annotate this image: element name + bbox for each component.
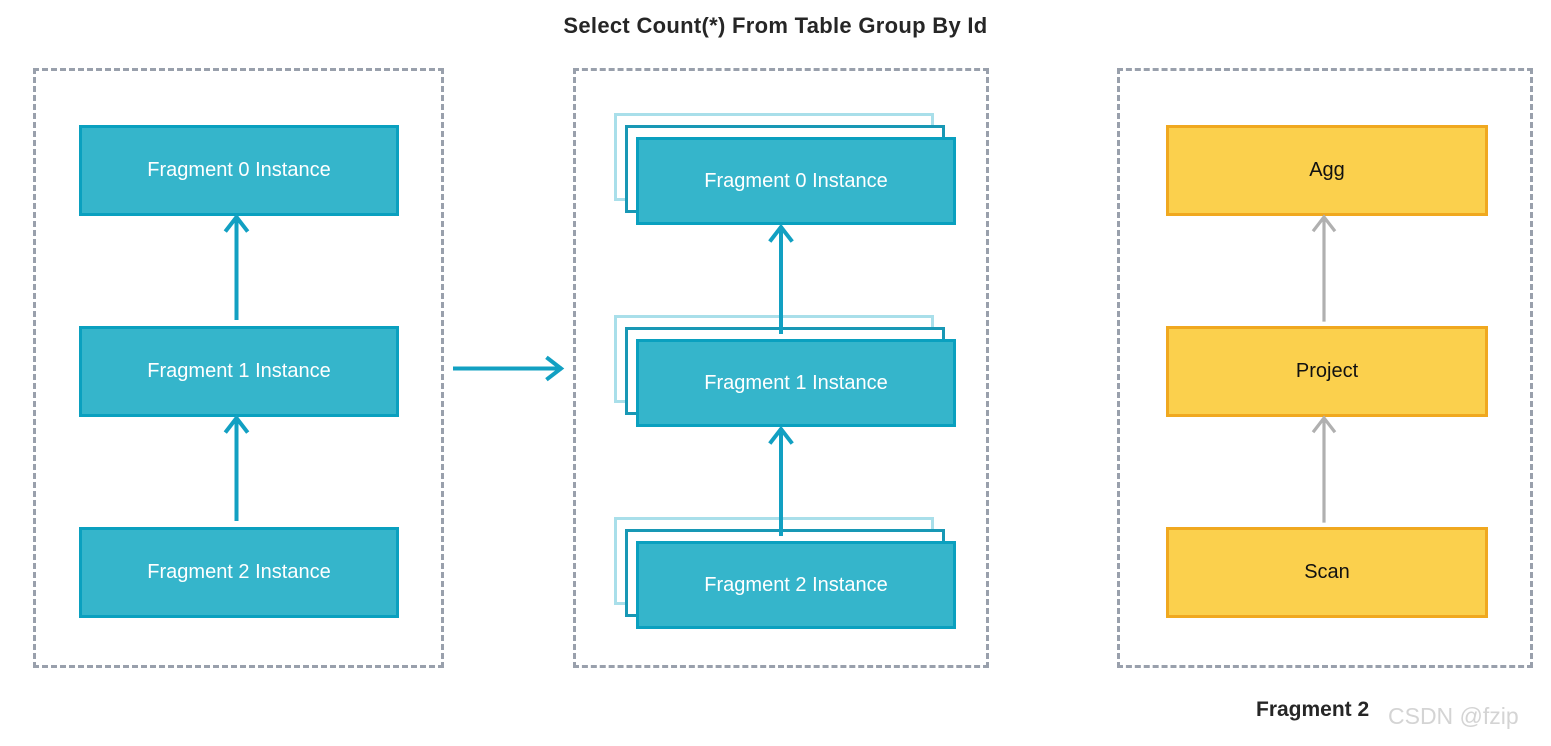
- project-node: Project: [1166, 326, 1488, 417]
- fragment-0-instance-node: Fragment 0 Instance: [636, 137, 956, 225]
- scan-node: Scan: [1166, 527, 1488, 618]
- fragment-1-instance-label: Fragment 1 Instance: [147, 360, 331, 382]
- fragment-1-instance-node: Fragment 1 Instance: [636, 339, 956, 427]
- csdn-watermark: CSDN @fzip: [1388, 703, 1519, 729]
- fragment-0-instance-label: Fragment 0 Instance: [704, 169, 888, 192]
- fragment-1-instance-label: Fragment 1 Instance: [704, 371, 888, 394]
- scan-label: Scan: [1304, 561, 1350, 583]
- fragment-2-instance-stack: Fragment 2 Instance: [614, 517, 960, 632]
- fragment-2-instance-node: Fragment 2 Instance: [636, 541, 956, 629]
- fragment-0-instance-node: Fragment 0 Instance: [79, 125, 399, 216]
- fragment-2-instance-label: Fragment 2 Instance: [704, 573, 888, 596]
- fragment-1-instance-node: Fragment 1 Instance: [79, 326, 399, 417]
- left-fragment-panel: Fragment 0 Instance Fragment 1 Instance …: [33, 68, 444, 668]
- fragment-2-instance-label: Fragment 2 Instance: [147, 561, 331, 583]
- right-operator-panel: Agg Project Scan: [1117, 68, 1533, 668]
- agg-node: Agg: [1166, 125, 1488, 216]
- right-arrow-icon: [453, 355, 565, 382]
- fragment-0-instance-stack: Fragment 0 Instance: [614, 113, 960, 228]
- fragment-2-caption: Fragment 2: [1256, 698, 1370, 721]
- project-label: Project: [1295, 360, 1359, 382]
- fragment-2-instance-node: Fragment 2 Instance: [79, 527, 399, 618]
- page-title: Select Count(*) From Table Group By Id: [563, 13, 988, 38]
- fragment-0-instance-label: Fragment 0 Instance: [147, 159, 331, 181]
- agg-label: Agg: [1309, 159, 1345, 181]
- middle-fragment-panel: Fragment 0 Instance Fragment 1 Instance …: [573, 68, 989, 668]
- fragment-1-instance-stack: Fragment 1 Instance: [614, 315, 960, 430]
